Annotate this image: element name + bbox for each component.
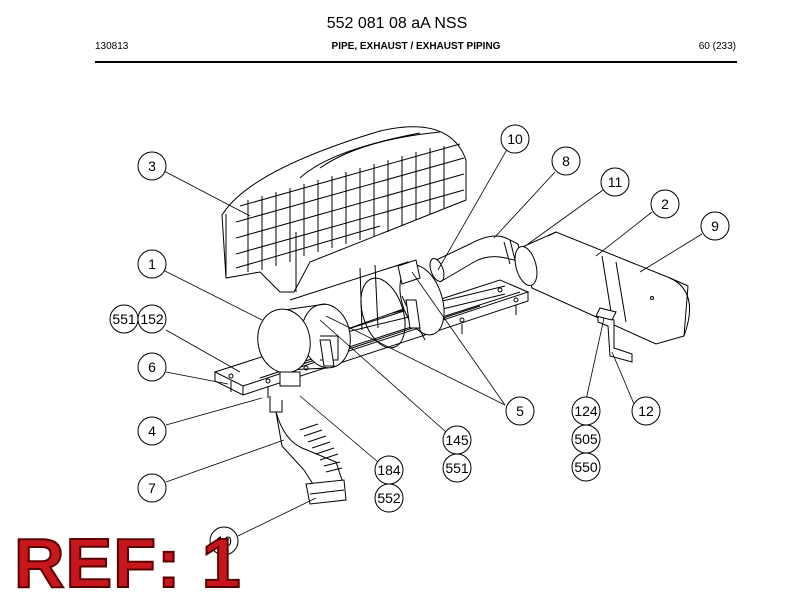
svg-text:5: 5 [516,403,524,419]
callout-3: 3 [137,151,167,181]
callout-552: 552 [374,483,404,513]
support-leg [595,307,633,363]
callout-152: 152 [137,304,167,334]
callout-184: 184 [374,455,404,485]
callout-2: 2 [650,189,680,219]
ref-stamp: REF: 1 [13,524,242,602]
callouts: 3 1 551 152 6 4 7 10 10 8 11 2 9 5 124 5… [109,124,730,556]
svg-text:1: 1 [148,256,156,272]
svg-text:551: 551 [112,311,136,327]
svg-text:9: 9 [711,218,719,234]
page-info: 60 (233) [698,41,736,52]
svg-text:10: 10 [216,533,232,549]
outlet-pipe [429,235,523,283]
callout-1: 1 [137,249,167,279]
callout-505: 505 [571,424,601,454]
svg-text:7: 7 [148,480,156,496]
document-title: 552 081 08 aA NSS [326,15,468,32]
svg-text:3: 3 [148,158,156,174]
svg-text:184: 184 [377,462,401,478]
callout-124: 124 [571,396,601,426]
callout-7: 7 [137,473,167,503]
tail-silencer [514,231,691,345]
svg-text:12: 12 [638,403,654,419]
svg-text:11: 11 [608,174,623,190]
callout-4: 4 [137,416,167,446]
svg-text:2: 2 [661,196,669,212]
callout-5: 5 [505,396,535,426]
svg-text:124: 124 [574,403,598,419]
callout-145: 145 [442,425,472,455]
date-code: 130813 [95,41,129,52]
callout-10-top: 10 [500,124,530,154]
svg-text:4: 4 [148,423,156,439]
callout-6: 6 [137,352,167,382]
svg-text:551: 551 [445,460,469,476]
svg-text:6: 6 [148,359,156,375]
callout-9: 9 [700,211,730,241]
svg-text:550: 550 [574,459,598,475]
clamp-brackets [319,259,421,367]
callout-550: 550 [571,452,601,482]
svg-text:505: 505 [574,431,598,447]
callout-551-left: 551 [109,304,139,334]
callout-12: 12 [631,396,661,426]
inlet-drum [257,303,351,387]
header-rule [95,61,737,63]
callout-10-bottom: 10 [209,526,239,556]
svg-text:152: 152 [140,311,164,327]
heat-shield [221,126,467,293]
svg-text:8: 8 [562,153,570,169]
svg-text:145: 145 [445,432,469,448]
callout-8: 8 [551,146,581,176]
callout-11: 11 [600,167,630,197]
leader-lines [162,145,703,537]
svg-text:552: 552 [377,490,401,506]
section-title: PIPE, EXHAUST / EXHAUST PIPING [331,41,501,52]
callout-551-mid: 551 [442,453,472,483]
svg-text:10: 10 [507,131,523,147]
